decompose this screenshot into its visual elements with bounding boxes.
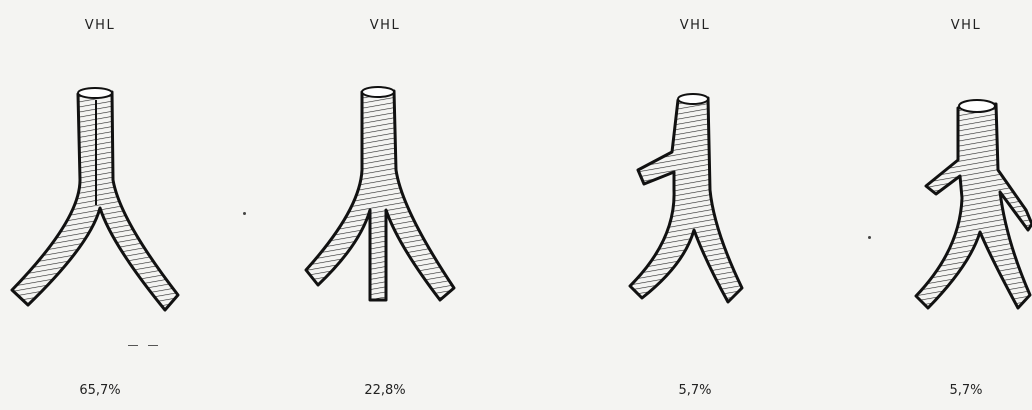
- panel-variant-2: VHL 22,8%: [290, 0, 480, 410]
- vein-illustration-two-branches: [0, 80, 200, 320]
- vein-illustration-side-branch: [610, 80, 780, 320]
- panel-variant-4: VHL 5,7%: [900, 0, 1032, 410]
- frequency-percentage: 5,7%: [900, 383, 1032, 398]
- vein-label: VHL: [0, 18, 200, 33]
- vein-label: VHL: [290, 18, 480, 33]
- frequency-percentage: 22,8%: [290, 383, 480, 398]
- frequency-percentage: 65,7%: [0, 383, 200, 398]
- dash-mark: [148, 345, 158, 346]
- dash-mark: [128, 345, 138, 346]
- speck: [243, 212, 246, 215]
- vein-label: VHL: [610, 18, 780, 33]
- speck: [868, 236, 871, 239]
- vein-illustration-three-branches: [290, 80, 480, 320]
- frequency-percentage: 5,7%: [610, 383, 780, 398]
- panel-variant-3: VHL 5,7%: [610, 0, 780, 410]
- panel-variant-1: VHL 65,7%: [0, 0, 200, 410]
- vein-label: VHL: [900, 18, 1032, 33]
- vein-illustration-bilateral-branches: [900, 80, 1032, 320]
